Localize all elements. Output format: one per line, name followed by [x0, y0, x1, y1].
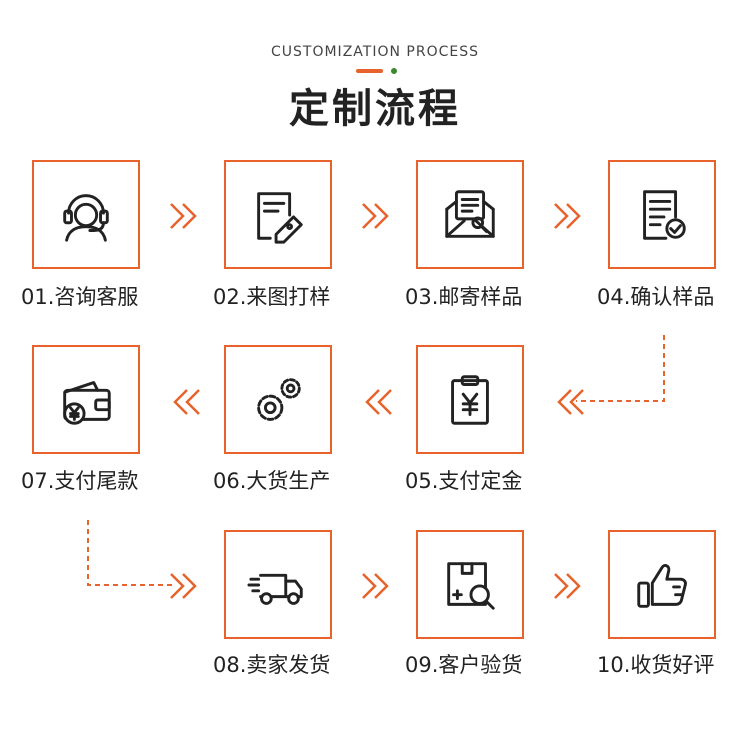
- step-02-box: [224, 160, 332, 269]
- chevron-left-icon: [365, 389, 392, 415]
- yuan-clipboard-icon: [451, 374, 489, 425]
- customer-service-headset-icon: [63, 193, 109, 242]
- chevron-right-icon: [170, 203, 197, 229]
- thumbs-up-icon: [637, 563, 687, 608]
- mail-envelope-icon: [445, 189, 495, 238]
- step-09-box: [416, 530, 524, 639]
- step-01-box: [32, 160, 140, 269]
- drawing-pen-icon: [257, 191, 303, 244]
- step-06-label: 06.大货生产: [213, 469, 331, 493]
- chevron-right-icon: [170, 573, 197, 599]
- wallet-yuan-icon: [63, 380, 111, 425]
- accent-line: [356, 69, 383, 73]
- step-07-box: [32, 345, 140, 454]
- dashed-connector: [576, 335, 665, 402]
- chevron-right-icon: [362, 203, 389, 229]
- process-subtitle: CUSTOMIZATION PROCESS: [271, 44, 479, 60]
- step-08-label: 08.卖家发货: [213, 653, 331, 677]
- step-05-label: 05.支付定金: [405, 469, 523, 493]
- step-04-label: 04.确认样品: [597, 285, 715, 309]
- accent-dot: [391, 68, 397, 74]
- step-05-box: [416, 345, 524, 454]
- chevron-left-icon: [557, 389, 584, 415]
- chevron-right-icon: [554, 573, 581, 599]
- dashed-connector: [87, 520, 176, 586]
- step-08-box: [224, 530, 332, 639]
- step-10-label: 10.收货好评: [597, 653, 715, 677]
- step-09-label: 09.客户验货: [405, 653, 523, 677]
- gears-icon: [257, 377, 301, 421]
- chevron-right-icon: [554, 203, 581, 229]
- confirm-document-icon: [643, 189, 686, 240]
- step-06-box: [224, 345, 332, 454]
- step-07-label: 07.支付尾款: [21, 469, 139, 493]
- chevron-left-icon: [173, 389, 200, 415]
- step-02-label: 02.来图打样: [213, 285, 331, 309]
- box-inspect-icon: [447, 561, 495, 610]
- step-03-label: 03.邮寄样品: [405, 285, 523, 309]
- step-04-box: [608, 160, 716, 269]
- step-10-box: [608, 530, 716, 639]
- step-01-label: 01.咨询客服: [21, 285, 139, 309]
- step-03-box: [416, 160, 524, 269]
- process-title: 定制流程: [289, 86, 461, 132]
- chevron-right-icon: [362, 573, 389, 599]
- delivery-truck-icon: [247, 573, 303, 605]
